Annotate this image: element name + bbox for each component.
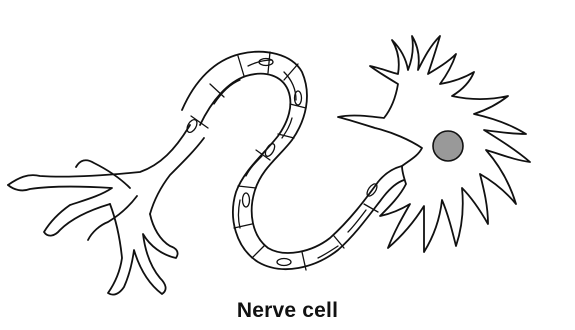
nucleus-icon xyxy=(433,131,463,161)
axon-terminals xyxy=(8,125,204,295)
diagram-caption: Nerve cell xyxy=(0,299,575,323)
nerve-cell-illustration xyxy=(0,0,575,300)
myelinated-axon xyxy=(182,52,404,270)
